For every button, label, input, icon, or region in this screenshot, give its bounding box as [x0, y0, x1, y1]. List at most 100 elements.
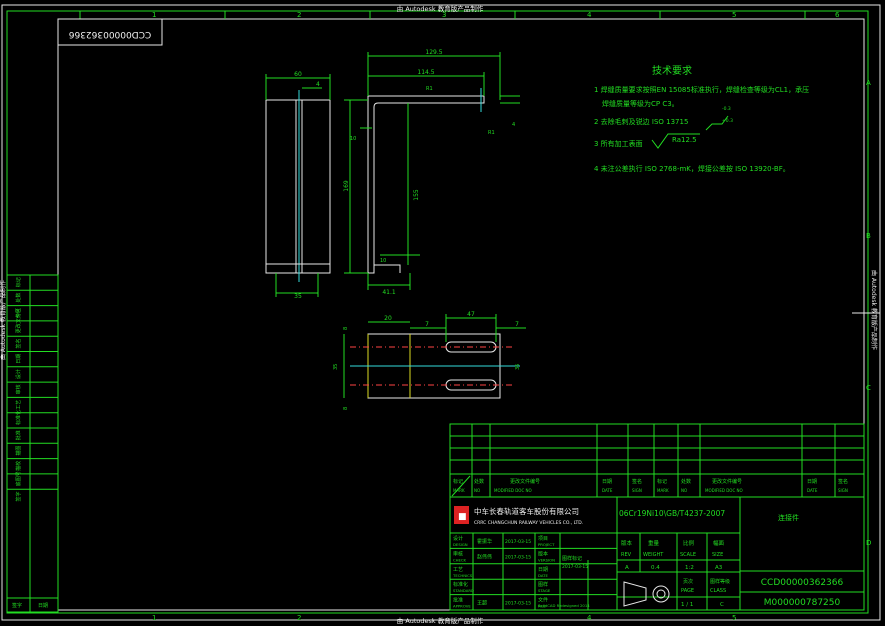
th-sign-en: SIGN — [632, 488, 642, 493]
th-mark-en: MARK — [453, 488, 465, 493]
left-bottom-label: 日期 — [38, 603, 48, 609]
th-date-en-2: DATE — [807, 488, 818, 493]
role-mid-cn: 文件 — [538, 597, 548, 604]
left-table-label: 分区 — [15, 308, 22, 318]
th-sign-2: 签名 — [838, 478, 848, 485]
material-code: M000000787250 — [764, 598, 841, 608]
role-date: 2017-03-15 — [505, 539, 531, 545]
role-en: DESIGN — [453, 542, 468, 547]
th-doc-en-2: MODIFIED DOC NO — [705, 488, 743, 493]
th-sign-en-2: SIGN — [838, 488, 848, 493]
left-table-label: 描图 — [15, 446, 22, 456]
dim-top-h-right: 35 — [515, 364, 521, 370]
role-cn: 标准化 — [453, 581, 468, 588]
page-label: 页次 — [683, 578, 693, 585]
role-mid-en: VERSION — [538, 557, 555, 562]
dim-top-h-bot: 8 — [343, 407, 349, 410]
weight-value: 0.4 — [651, 565, 660, 571]
zone-num-bottom: 5 — [732, 614, 736, 622]
zone-letter: A — [866, 79, 871, 87]
dim-top-b: 7 — [425, 321, 429, 328]
edge-val-1: -0.3 — [722, 106, 731, 112]
zone-num: 3 — [442, 11, 446, 19]
stage-label: 图样标记 — [562, 555, 582, 562]
zone-num-bottom: 2 — [297, 614, 301, 622]
dim-top-c: 47 — [467, 311, 475, 318]
part-name: 连接件 — [778, 513, 799, 522]
th-qty-en: NO — [474, 488, 480, 493]
class-label: 图样等级 — [710, 578, 730, 585]
left-bottom-label: 签字 — [12, 602, 22, 609]
projection-symbol — [623, 581, 670, 607]
zone-num: 5 — [732, 11, 736, 19]
dim-side-height: 169 — [343, 180, 350, 192]
zone-marks-top: 1 2 3 4 5 6 1 2 4 5 — [79, 11, 840, 622]
tech-req-item-4: 4 未注公差执行 ISO 2768-mK，焊接公差按 ISO 13920-BF。 — [594, 164, 790, 173]
left-table-label: 设计 — [15, 369, 22, 379]
role-date: 2017-03-15 — [505, 554, 531, 560]
tech-req-item-1b: 焊缝质量等级为CP C3。 — [602, 99, 679, 108]
drawing-code: CCD00000362366 — [761, 578, 844, 588]
zone-letter: D — [866, 539, 871, 547]
outer-frame — [1, 4, 881, 621]
roughness-symbol — [651, 133, 700, 149]
side-banner-right: 由 Autodesk 教育版产品制作 — [870, 270, 878, 350]
tech-req-title: 技术要求 — [652, 64, 692, 77]
tech-req-item-2: 2 去除毛刺及锐边 ISO 13715 — [594, 117, 688, 126]
zone-letter: C — [866, 384, 871, 392]
page-value: 1 / 1 — [681, 602, 693, 608]
th-mark: 标记 — [453, 478, 463, 485]
left-table-label: 日期 — [16, 354, 22, 364]
role-mid-cn: 图样 — [538, 581, 548, 588]
dim-side-small: 10 — [380, 258, 386, 264]
revision-grid — [449, 424, 864, 497]
left-revision-table: 标记处数分区更改文件号签名日期设计审核工艺标准化批准描图描校底图号签字签字日期 — [6, 274, 59, 613]
dim-front-inner: 35 — [294, 293, 302, 300]
class-value: C — [720, 602, 724, 608]
role-mid-en: DATE — [538, 573, 548, 578]
front-view: 60 4 35 — [265, 71, 331, 300]
role-mid-cn: 版本 — [538, 550, 548, 557]
dim-top-a: 20 — [384, 315, 392, 322]
role-mid-cn: 日期 — [538, 567, 548, 573]
role-name: 霍振华 — [477, 538, 492, 545]
th-date-en: DATE — [602, 488, 613, 493]
size-label: 幅面 — [713, 539, 725, 547]
dim-top-h-left: 8 — [343, 327, 349, 330]
role-mid-en: PROJECT — [538, 542, 555, 547]
role-en: TECHNICS — [452, 573, 473, 578]
dim-front-small: 4 — [316, 81, 320, 88]
rev-en: REV — [621, 552, 632, 558]
dim-side-r2: R1 — [488, 130, 495, 136]
th-qty: 处数 — [474, 478, 484, 485]
side-view: 129.5 114.5 R1 4 R1 169 10 155 41.1 10 — [343, 49, 520, 296]
left-table-label: 批准 — [15, 430, 22, 440]
th-mark-en-2: MARK — [657, 488, 669, 493]
dim-side-inner-height: 155 — [413, 189, 420, 201]
tech-req-item-3: 3 所有加工表面 — [594, 139, 643, 148]
material-spec: 06Cr19Ni10\GB/T4237-2007 — [619, 509, 725, 518]
left-table-label: 底图号 — [15, 471, 22, 486]
size-value: A3 — [715, 565, 723, 571]
tech-req-item-1: 1 焊缝质量要求按照EN 15085标准执行，焊缝检查等级为CL1，承压 — [594, 85, 809, 94]
zone-num: 2 — [297, 11, 301, 19]
role-mid-en: STAGE — [538, 588, 551, 593]
rev-label: 版本 — [621, 539, 633, 547]
role-cn: 批准 — [453, 597, 463, 604]
role-date: 2017-03-15 — [505, 601, 531, 607]
scale-en: SCALE — [680, 552, 696, 558]
left-table-label: 处数 — [15, 293, 22, 303]
left-table-label: 签字 — [15, 491, 22, 501]
th-date-2: 日期 — [807, 479, 817, 485]
code-box — [57, 18, 163, 46]
code-box-text: CCD00000362366 — [68, 29, 151, 39]
software-note: SolidCAD Redesigned 2014 — [538, 603, 590, 608]
edge-val-2: +0.3 — [722, 118, 733, 124]
top-view: 20 7 47 7 8 35 35 8 — [333, 311, 526, 410]
zone-frame — [6, 10, 869, 614]
role-en: STANDARD — [453, 588, 474, 593]
roughness-value: Ra12.5 — [672, 136, 697, 144]
scale-label: 比例 — [683, 539, 695, 547]
